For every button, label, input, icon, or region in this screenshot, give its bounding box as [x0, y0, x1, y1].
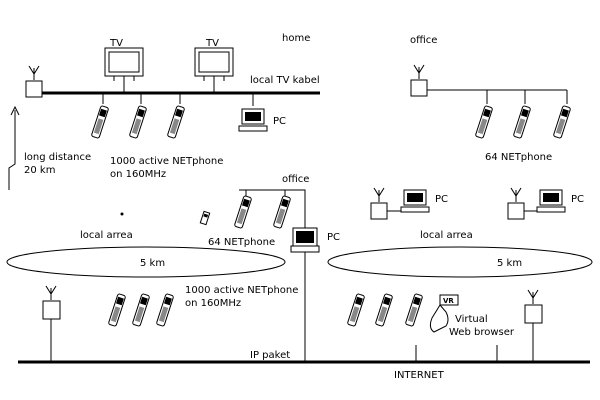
- phone-icon: [131, 293, 151, 327]
- right-pc-2-label: PC: [571, 194, 584, 205]
- tv-1: TV: [104, 38, 144, 93]
- home-pc: PC: [238, 93, 286, 132]
- tv-1-label: TV: [109, 38, 123, 49]
- office-mid-network: PC: [199, 189, 340, 362]
- phone-icon: [90, 105, 110, 139]
- phone-icon: [155, 293, 175, 327]
- office-top-antenna-node: [410, 64, 572, 139]
- small-dot: [120, 212, 124, 216]
- ip-paket-label: IP paket: [250, 350, 290, 361]
- home-label: home: [282, 33, 310, 44]
- long-distance-km: 20 km: [24, 165, 55, 176]
- home-phones: [90, 93, 186, 139]
- office-pc-label: PC: [327, 232, 340, 243]
- phone-icon: [404, 293, 424, 327]
- km-left-label: 5 km: [140, 258, 165, 269]
- bottom-right-phones: [346, 293, 424, 327]
- local-area-right-ellipse: [327, 246, 593, 278]
- phone-icon: [128, 105, 148, 139]
- right-pc-node-1: PC: [370, 187, 448, 220]
- bottom-left-phones: [107, 293, 175, 327]
- active-netphone-top-2: on 160MHz: [110, 169, 166, 180]
- phone-icon: [346, 293, 366, 327]
- active-netphone-top-1: 1000 active NETphone: [110, 156, 223, 167]
- km-right-label: 5 km: [497, 258, 522, 269]
- bottom-left-antenna-node: [42, 285, 61, 362]
- local-area-left-ellipse: [6, 246, 286, 278]
- vr-device: VR: [429, 294, 459, 333]
- active-netphone-bottom-2: on 160MHz: [185, 298, 241, 309]
- vr-badge: VR: [443, 297, 454, 305]
- office-mid-label: office: [282, 174, 309, 185]
- phone-icon: [474, 105, 494, 139]
- office-pc: [290, 227, 320, 253]
- home-antenna-node: [25, 65, 43, 98]
- office-top-label: office: [410, 35, 437, 46]
- tv-2: TV: [194, 38, 234, 93]
- internet-label: INTERNET: [394, 370, 445, 381]
- web-browser-label: Web browser: [449, 327, 515, 338]
- local-tv-kabel-label: local TV kabel: [250, 75, 320, 86]
- active-netphone-bottom-1: 1000 active NETphone: [185, 285, 298, 296]
- phone-icon: [233, 195, 253, 229]
- netphone-64-top: 64 NETphone: [485, 152, 552, 163]
- home-pc-label: PC: [273, 116, 286, 127]
- netphone-64-mid: 64 NETphone: [208, 237, 275, 248]
- bottom-right-antenna-node: [524, 289, 543, 362]
- long-distance-label: long distance: [24, 152, 91, 163]
- phone-icon: [552, 105, 572, 139]
- phone-icon: [512, 105, 532, 139]
- local-area-right-label: local arrea: [420, 230, 473, 241]
- right-pc-1-label: PC: [435, 194, 448, 205]
- virtual-label: Virtual: [455, 314, 488, 325]
- long-distance-link: long distance 20 km: [8, 105, 91, 190]
- phone-icon: [107, 293, 127, 327]
- phone-icon: [272, 195, 292, 229]
- right-pc-node-2: PC: [507, 187, 584, 220]
- local-area-left-label: local arrea: [80, 230, 133, 241]
- tv-2-label: TV: [205, 38, 219, 49]
- phone-icon: [166, 105, 186, 139]
- phone-icon: [374, 293, 394, 327]
